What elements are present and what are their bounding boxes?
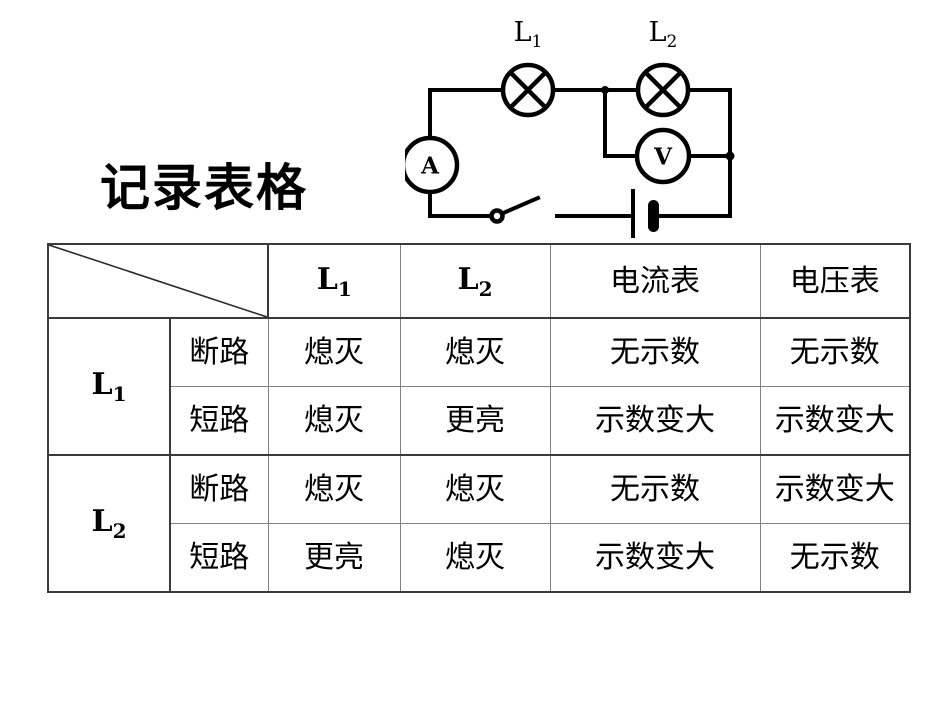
row-group-label-l2-text: L <box>91 504 113 539</box>
value-cell: 示数变大 <box>549 386 761 456</box>
table-row: 短路 熄灭 更亮 示数变大 示数变大 <box>48 386 910 456</box>
voltmeter-symbol: V <box>653 144 673 171</box>
lamp-l1 <box>500 62 556 118</box>
row-group-label-l1-sub: 1 <box>112 382 127 406</box>
row-group-label-l1: L1 <box>48 317 171 456</box>
value-cell: 示数变大 <box>549 523 761 592</box>
value-cell: 更亮 <box>267 523 401 592</box>
battery-short-plate <box>648 200 659 232</box>
table-header-row: L1 L2 电流表 电压表 <box>48 244 910 319</box>
value-cell: 熄灭 <box>399 454 551 524</box>
condition-cell: 短路 <box>170 523 269 592</box>
value-cell: 熄灭 <box>399 317 551 387</box>
lamp-l1-label: L1 <box>514 17 543 52</box>
ammeter: A <box>405 135 460 195</box>
column-header-l1-text: L <box>316 261 338 297</box>
value-cell: 熄灭 <box>399 523 551 592</box>
row-group-label-l2-sub: 2 <box>112 519 127 543</box>
voltmeter: V <box>634 127 692 185</box>
table-row: 短路 更亮 熄灭 示数变大 无示数 <box>48 523 910 592</box>
table-corner-cell <box>48 244 269 319</box>
row-group-label-l1-text: L <box>91 367 113 402</box>
switch-pivot <box>489 208 505 224</box>
record-table: L1 L2 电流表 电压表 L1 断路 熄灭 熄灭 无示数 无示数 短路 熄灭 … <box>47 243 911 593</box>
circuit-diagram: L1 L2 A V <box>405 17 735 238</box>
condition-cell: 短路 <box>170 386 269 456</box>
value-cell: 示数变大 <box>759 454 910 524</box>
value-cell: 无示数 <box>759 523 910 592</box>
value-cell: 熄灭 <box>267 454 401 524</box>
value-cell: 无示数 <box>549 454 761 524</box>
value-cell: 熄灭 <box>267 386 401 456</box>
column-header-l1: L1 <box>267 244 401 319</box>
value-cell: 无示数 <box>759 317 910 387</box>
column-header-l2-sub: 2 <box>478 276 493 301</box>
junction-dot-right <box>725 151 735 161</box>
ammeter-symbol: A <box>420 153 440 180</box>
lamp-l2-label: L2 <box>649 17 678 52</box>
junction-dot-top <box>601 86 609 94</box>
table-row: L2 断路 熄灭 熄灭 无示数 示数变大 <box>48 454 910 593</box>
column-header-l2-text: L <box>457 261 479 297</box>
column-header-l2: L2 <box>399 244 551 319</box>
condition-cell: 断路 <box>169 454 269 524</box>
condition-cell: 断路 <box>169 317 269 387</box>
column-header-l1-sub: 1 <box>337 276 352 301</box>
column-header-voltmeter: 电压表 <box>759 244 910 319</box>
row-group-label-l2: L2 <box>48 454 171 593</box>
value-cell: 无示数 <box>549 317 761 387</box>
value-cell: 熄灭 <box>267 317 401 387</box>
value-cell: 更亮 <box>399 386 551 456</box>
corner-diagonal-line <box>49 245 267 317</box>
lamp-l2 <box>635 62 691 118</box>
column-header-ammeter: 电流表 <box>549 244 761 319</box>
value-cell: 示数变大 <box>759 386 910 456</box>
page-title: 记录表格 <box>100 158 308 217</box>
table-row: L1 断路 熄灭 熄灭 无示数 无示数 <box>48 317 910 456</box>
switch-blade <box>498 195 541 217</box>
